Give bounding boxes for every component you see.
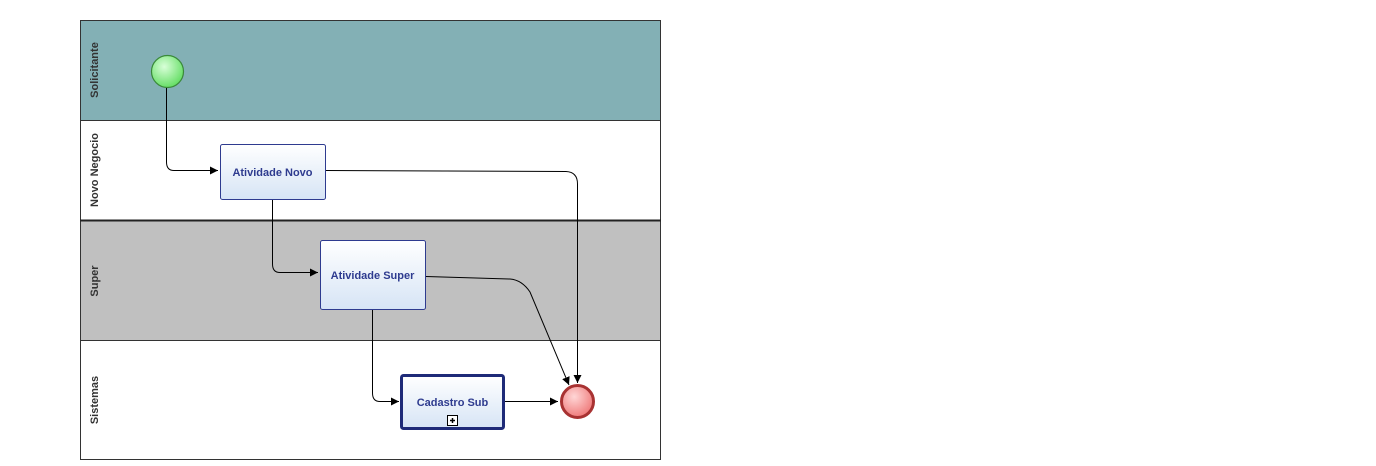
lane-label-novo-negocio: Novo Negocio <box>89 133 101 207</box>
lane-label-super: Super <box>89 265 101 297</box>
subprocess-label: Cadastro Sub <box>417 397 489 409</box>
subprocess-cadastro-sub[interactable]: Cadastro Sub <box>400 374 505 430</box>
flow-novo-to-super[interactable] <box>272 200 319 277</box>
flow-start-to-novo[interactable] <box>166 87 219 175</box>
start-event[interactable] <box>150 54 185 89</box>
task-label-super: Atividade Super <box>331 270 415 282</box>
sequence-flows <box>166 87 582 406</box>
task-label-novo: Atividade Novo <box>232 167 312 179</box>
flow-novo-to-end[interactable] <box>325 170 582 384</box>
task-atividade-super[interactable]: Atividade Super <box>320 240 426 310</box>
collapsed-subprocess-icon[interactable] <box>447 415 458 426</box>
flow-super-to-end[interactable] <box>425 276 570 386</box>
task-atividade-novo[interactable]: Atividade Novo <box>220 144 326 200</box>
lane-label-sistemas: Sistemas <box>89 376 101 424</box>
end-event[interactable] <box>560 384 595 419</box>
flow-super-to-sub[interactable] <box>372 310 400 406</box>
lane-label-solicitante: Solicitante <box>89 42 101 98</box>
